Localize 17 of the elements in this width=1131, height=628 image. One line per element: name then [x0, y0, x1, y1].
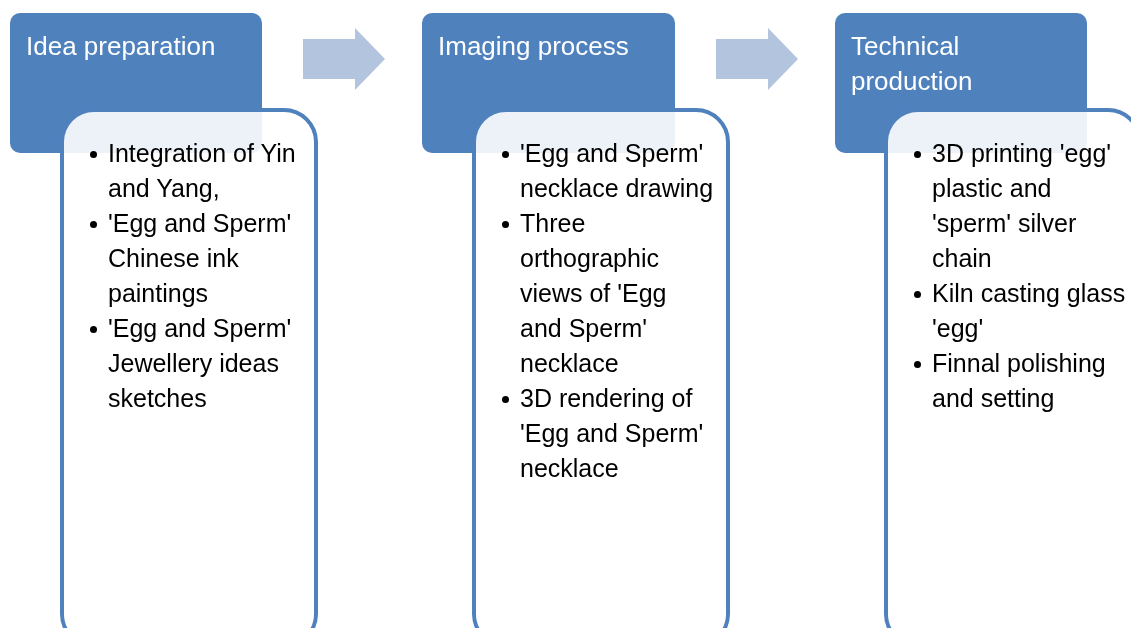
stage-card — [472, 108, 730, 628]
stage-title: Imaging process — [438, 30, 630, 63]
stage-title: Technical production — [851, 30, 974, 98]
list-item: 'Egg and Sperm' Jewellery ideas sketches — [108, 313, 293, 414]
block-arrow — [716, 28, 798, 90]
stage-card — [884, 108, 1131, 628]
block-arrow — [303, 28, 385, 90]
list-item: 3D printing 'egg' plastic and 'sperm' silver chain — [932, 138, 1113, 274]
stage-title: Idea preparation — [26, 30, 217, 63]
list-item: 'Egg and Sperm' necklace drawing — [520, 138, 714, 204]
list-item: 3D rendering of 'Egg and Sperm' necklace — [520, 383, 705, 484]
stage-card — [60, 108, 318, 628]
list-item: Finnal polishing and setting — [932, 348, 1107, 414]
list-item: Three orthographic views of 'Egg and Sperm' necklace — [520, 208, 668, 379]
list-item: Kiln casting glass 'egg' — [932, 278, 1126, 344]
list-item: 'Egg and Sperm' Chinese ink paintings — [108, 208, 293, 309]
list-item: Integration of Yin and Yang, — [108, 138, 297, 204]
